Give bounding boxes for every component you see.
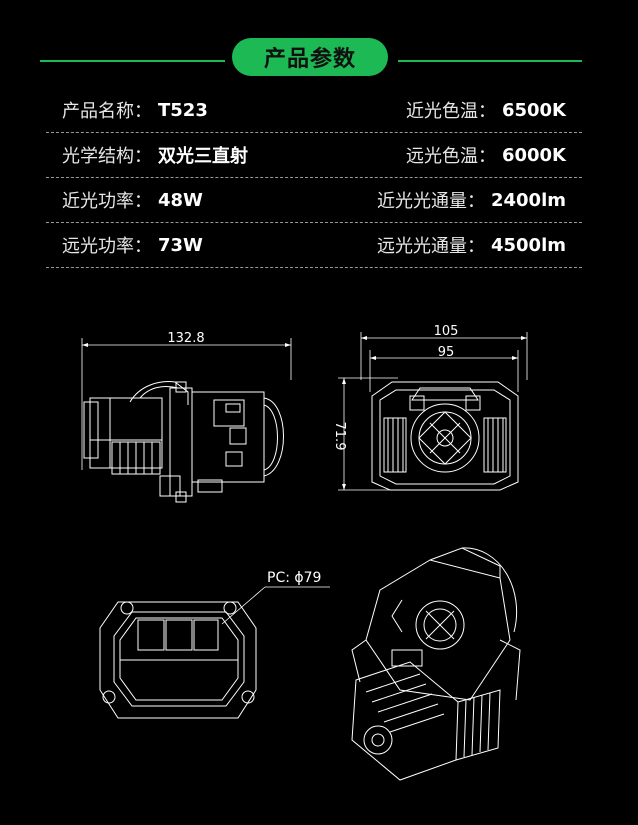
spec-value: 73W — [158, 234, 203, 256]
spec-value: 2400lm — [490, 189, 566, 211]
spec-key: 近光功率： — [62, 191, 152, 212]
spec-row: 近光功率： 48W 近光光通量：2400lm — [46, 178, 582, 223]
front-outer-width-label: 105 — [434, 324, 459, 339]
spec-value: 双光三直射 — [158, 146, 248, 167]
spec-value: 6500K — [501, 99, 566, 121]
spec-key: 光学结构： — [62, 146, 152, 167]
spec-value: 4500lm — [490, 234, 566, 256]
spec-value: T523 — [158, 99, 208, 121]
spec-key: 近光光通量： — [376, 191, 485, 212]
shroud-drawing: PC: ϕ79 — [99, 570, 330, 719]
spec-value: 6000K — [501, 144, 566, 166]
front-inner-width-label: 95 — [438, 345, 455, 360]
isometric-projector-drawing — [351, 547, 521, 781]
spec-key: 远光功率： — [62, 236, 152, 257]
pc-diameter-label: PC: ϕ79 — [267, 570, 321, 586]
spec-row: 远光功率： 73W 远光光通量：4500lm — [46, 223, 582, 268]
header-rule-right — [398, 60, 582, 62]
spec-table: 产品名称： T523 近光色温：6500K 光学结构： 双光三直射 远光色温：600… — [46, 88, 582, 268]
spec-row: 光学结构： 双光三直射 远光色温：6000K — [46, 133, 582, 178]
side-width-label: 132.8 — [167, 331, 204, 346]
spec-row: 产品名称： T523 近光色温：6500K — [46, 88, 582, 133]
spec-key: 近光色温： — [405, 101, 496, 122]
spec-key: 产品名称： — [62, 101, 152, 122]
header-rule-left — [40, 60, 225, 62]
spec-value: 48W — [158, 189, 203, 211]
front-height-label: 71.9 — [332, 422, 347, 451]
spec-key: 远光光通量： — [376, 236, 485, 257]
side-view-drawing: 132.8 — [81, 331, 292, 503]
front-view-drawing: 105 95 71.9 — [332, 324, 528, 491]
section-title: 产品参数 — [232, 38, 388, 76]
spec-key: 远光色温： — [405, 146, 496, 167]
